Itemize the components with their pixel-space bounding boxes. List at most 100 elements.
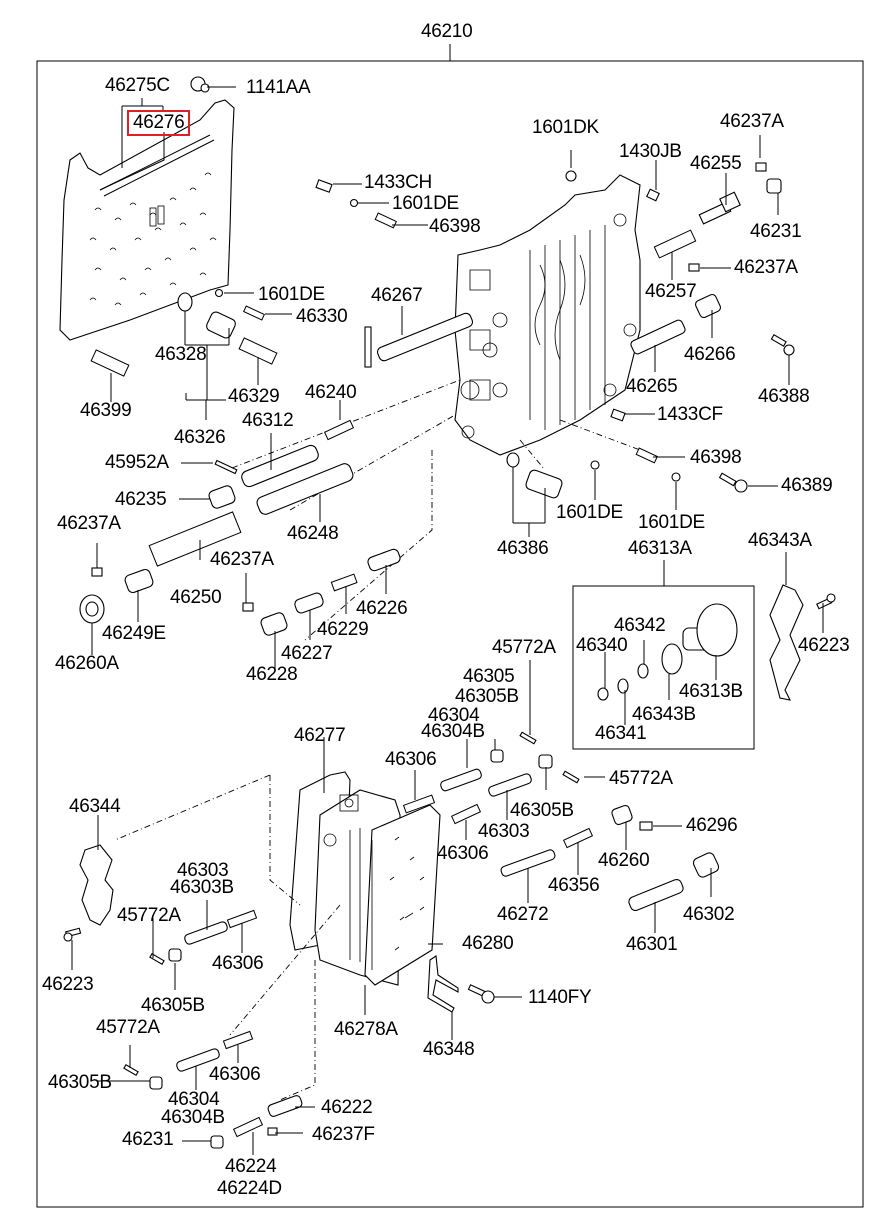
part-label-46275C[interactable]: 46275C — [105, 75, 170, 96]
part-label-46265[interactable]: 46265 — [626, 376, 678, 397]
part-plug-46235[interactable] — [208, 484, 237, 509]
part-label-1141AA[interactable]: 1141AA — [246, 77, 311, 98]
part-label-46340[interactable]: 46340 — [576, 635, 628, 656]
part-pin-45772A[interactable] — [519, 731, 537, 745]
part-label-46272[interactable]: 46272 — [497, 904, 549, 925]
part-key-46237A[interactable] — [91, 567, 103, 577]
part-label-1433CF[interactable]: 1433CF — [657, 404, 723, 425]
part-ball-1601DE[interactable] — [214, 288, 224, 298]
part-label-46329[interactable]: 46329 — [228, 386, 280, 407]
part-ball-1601DE[interactable] — [349, 198, 359, 208]
part-label-45772A[interactable]: 45772A — [609, 768, 673, 789]
valve-body-lower[interactable] — [289, 771, 441, 986]
part-label-46399[interactable]: 46399 — [80, 400, 132, 421]
part-valve-46255[interactable] — [698, 191, 741, 225]
part-label-46250[interactable]: 46250 — [170, 587, 222, 608]
part-label-46326[interactable]: 46326 — [174, 427, 226, 448]
part-label-46296[interactable]: 46296 — [686, 815, 738, 836]
part-plug-46260[interactable] — [611, 804, 633, 826]
part-label-46388[interactable]: 46388 — [758, 386, 810, 407]
part-valve-46272[interactable] — [500, 849, 556, 878]
part-ball-1601DE[interactable] — [590, 460, 681, 482]
part-label-1140FY[interactable]: 1140FY — [528, 987, 592, 1008]
part-valve-46265[interactable] — [630, 319, 687, 355]
part-label-46302[interactable]: 46302 — [683, 904, 735, 925]
part-label-46303B[interactable]: 46303B — [170, 877, 234, 898]
part-label-46266[interactable]: 46266 — [684, 344, 736, 365]
part-plug-46305B[interactable] — [490, 749, 504, 763]
part-spring-46224[interactable] — [232, 1116, 264, 1138]
part-pin-45952A[interactable] — [214, 459, 238, 475]
part-label-46222[interactable]: 46222 — [321, 1097, 373, 1118]
part-pin-45772A[interactable] — [149, 953, 165, 965]
part-pin-45772A[interactable] — [562, 770, 580, 784]
part-label-46398[interactable]: 46398 — [690, 447, 742, 468]
part-label-46389[interactable]: 46389 — [781, 475, 833, 496]
part-valve-46222[interactable] — [267, 1095, 303, 1118]
part-spring-46306[interactable] — [226, 909, 258, 929]
part-valve-46301[interactable] — [627, 878, 684, 912]
part-label-46328[interactable]: 46328 — [155, 344, 207, 365]
part-label-46224D[interactable]: 46224D — [217, 1178, 282, 1199]
part-bolt-46223[interactable] — [63, 927, 82, 942]
part-key-46237A[interactable] — [688, 263, 700, 272]
part-spring-46329[interactable] — [238, 337, 278, 365]
part-bracket-46344[interactable] — [79, 844, 114, 926]
part-label-46306[interactable]: 46306 — [212, 953, 264, 974]
part-label-46276-highlighted[interactable]: 46276 — [126, 110, 191, 136]
part-label-46356[interactable]: 46356 — [548, 875, 600, 896]
part-label-1601DE[interactable]: 1601DE — [392, 193, 459, 214]
part-key-46237F[interactable] — [267, 1127, 278, 1136]
part-spring-46306[interactable] — [402, 794, 436, 814]
part-label-46237A[interactable]: 46237A — [57, 513, 121, 534]
part-label-46260[interactable]: 46260 — [598, 850, 650, 871]
valve-body-upper[interactable] — [454, 174, 641, 456]
part-spring-46306[interactable] — [450, 803, 482, 825]
part-label-45772A[interactable]: 45772A — [492, 637, 556, 658]
part-label-46342[interactable]: 46342 — [614, 615, 666, 636]
part-label-46240[interactable]: 46240 — [305, 382, 357, 403]
part-label-46343B[interactable]: 46343B — [632, 704, 696, 725]
part-label-46343A[interactable]: 46343A — [748, 530, 812, 551]
part-label-46305B[interactable]: 46305B — [455, 686, 519, 707]
part-valve-46303[interactable] — [488, 773, 533, 797]
part-pin-1433CH[interactable] — [315, 179, 333, 193]
part-label-46280[interactable]: 46280 — [462, 933, 514, 954]
part-label-46304[interactable]: 46304 — [428, 705, 480, 726]
part-bracket-46343A[interactable] — [769, 584, 804, 701]
separator-plate-part[interactable] — [59, 99, 235, 341]
part-plug-46305B[interactable] — [538, 754, 553, 769]
part-label-45772A[interactable]: 45772A — [96, 1017, 160, 1038]
part-bolt-1141AA[interactable] — [190, 76, 210, 93]
part-label-46248[interactable]: 46248 — [287, 523, 339, 544]
part-label-46348[interactable]: 46348 — [423, 1039, 475, 1060]
part-plug-46260A[interactable] — [79, 594, 105, 624]
part-solenoid-46386[interactable] — [506, 452, 563, 499]
part-pin-45772A[interactable] — [123, 1064, 139, 1076]
part-label-46301[interactable]: 46301 — [626, 934, 678, 955]
part-label-46303[interactable]: 46303 — [478, 821, 530, 842]
part-label-46313B[interactable]: 46313B — [679, 681, 743, 702]
part-key-46237A[interactable] — [242, 602, 254, 612]
part-label-46223[interactable]: 46223 — [798, 635, 850, 656]
part-ball-1601DK[interactable] — [565, 170, 577, 182]
part-label-46223[interactable]: 46223 — [42, 974, 94, 995]
part-label-46228[interactable]: 46228 — [246, 664, 298, 685]
part-label-46278A[interactable]: 46278A — [334, 1019, 398, 1040]
part-spring-46257[interactable] — [653, 229, 697, 259]
part-label-46267[interactable]: 46267 — [371, 285, 423, 306]
part-seal-46342[interactable] — [637, 663, 649, 679]
part-valve-46227[interactable] — [293, 592, 324, 615]
part-bolt-46388[interactable] — [770, 334, 795, 356]
part-bolt-46223[interactable] — [816, 593, 836, 610]
part-label-46235[interactable]: 46235 — [115, 489, 167, 510]
part-label-45952A[interactable]: 45952A — [105, 452, 169, 473]
part-label-1601DK[interactable]: 1601DK — [532, 117, 599, 138]
part-spring-46240[interactable] — [323, 419, 355, 441]
part-label-46313A[interactable]: 46313A — [628, 538, 692, 559]
part-spring-46399[interactable] — [90, 349, 130, 377]
part-label-46249E[interactable]: 46249E — [102, 623, 166, 644]
part-label-46231[interactable]: 46231 — [750, 221, 802, 242]
part-label-46224[interactable]: 46224 — [225, 1156, 277, 1177]
part-label-45772A[interactable]: 45772A — [117, 905, 181, 926]
